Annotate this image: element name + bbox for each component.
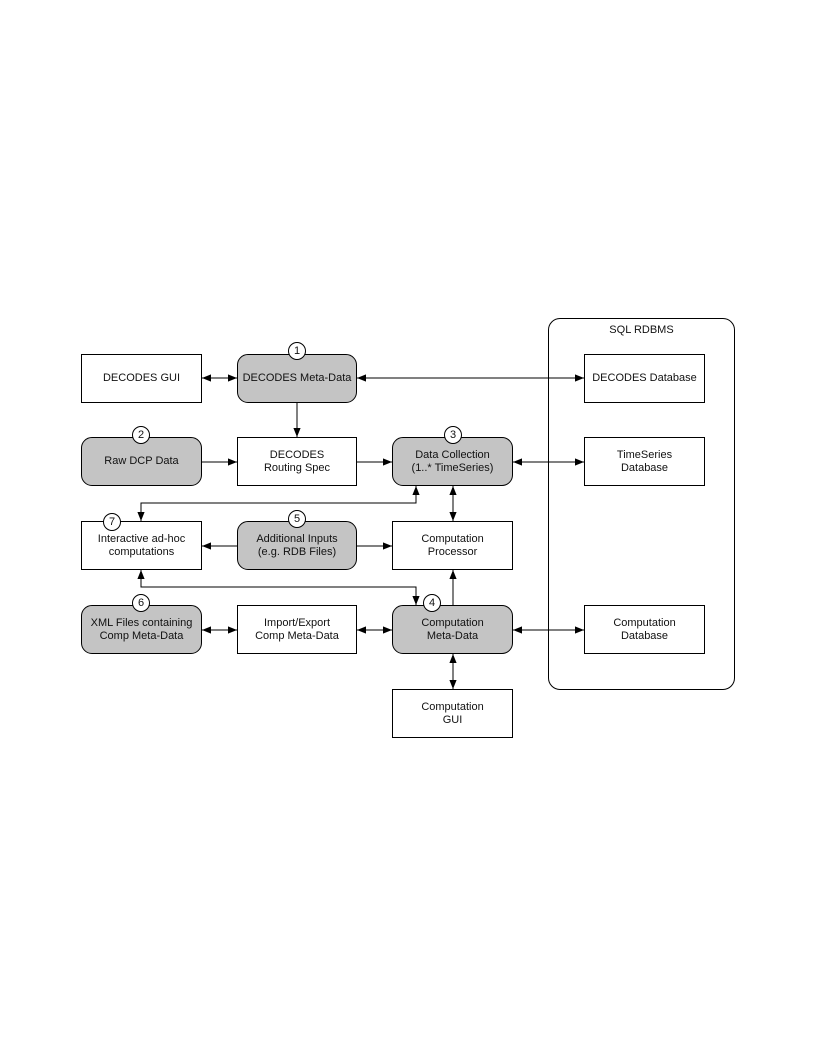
badge-6: 6 [132, 594, 150, 612]
raw-dcp-data-box: Raw DCP Data [81, 437, 202, 486]
badge-4: 4 [423, 594, 441, 612]
computation-processor-box: Computation Processor [392, 521, 513, 570]
interactive-computations-box: Interactive ad-hoc computations [81, 521, 202, 570]
badge-2: 2 [132, 426, 150, 444]
badge-3: 3 [444, 426, 462, 444]
computation-database-box: Computation Database [584, 605, 705, 654]
import-export-box: Import/Export Comp Meta-Data [237, 605, 357, 654]
badge-5: 5 [288, 510, 306, 528]
decodes-database-box: DECODES Database [584, 354, 705, 403]
decodes-meta-data-box: DECODES Meta-Data [237, 354, 357, 403]
routing-spec-box: DECODES Routing Spec [237, 437, 357, 486]
arrow-interactive-compmeta [137, 570, 420, 605]
computation-gui-box: Computation GUI [392, 689, 513, 738]
timeseries-database-box: TimeSeries Database [584, 437, 705, 486]
sql-rdbms-title: SQL RDBMS [609, 324, 674, 336]
arrow-datacoll-interactive [137, 486, 420, 521]
additional-inputs-box: Additional Inputs (e.g. RDB Files) [237, 521, 357, 570]
xml-files-box: XML Files containing Comp Meta-Data [81, 605, 202, 654]
badge-1: 1 [288, 342, 306, 360]
badge-7: 7 [103, 513, 121, 531]
computation-meta-data-box: Computation Meta-Data [392, 605, 513, 654]
data-collection-box: Data Collection (1..* TimeSeries) [392, 437, 513, 486]
decodes-gui-box: DECODES GUI [81, 354, 202, 403]
